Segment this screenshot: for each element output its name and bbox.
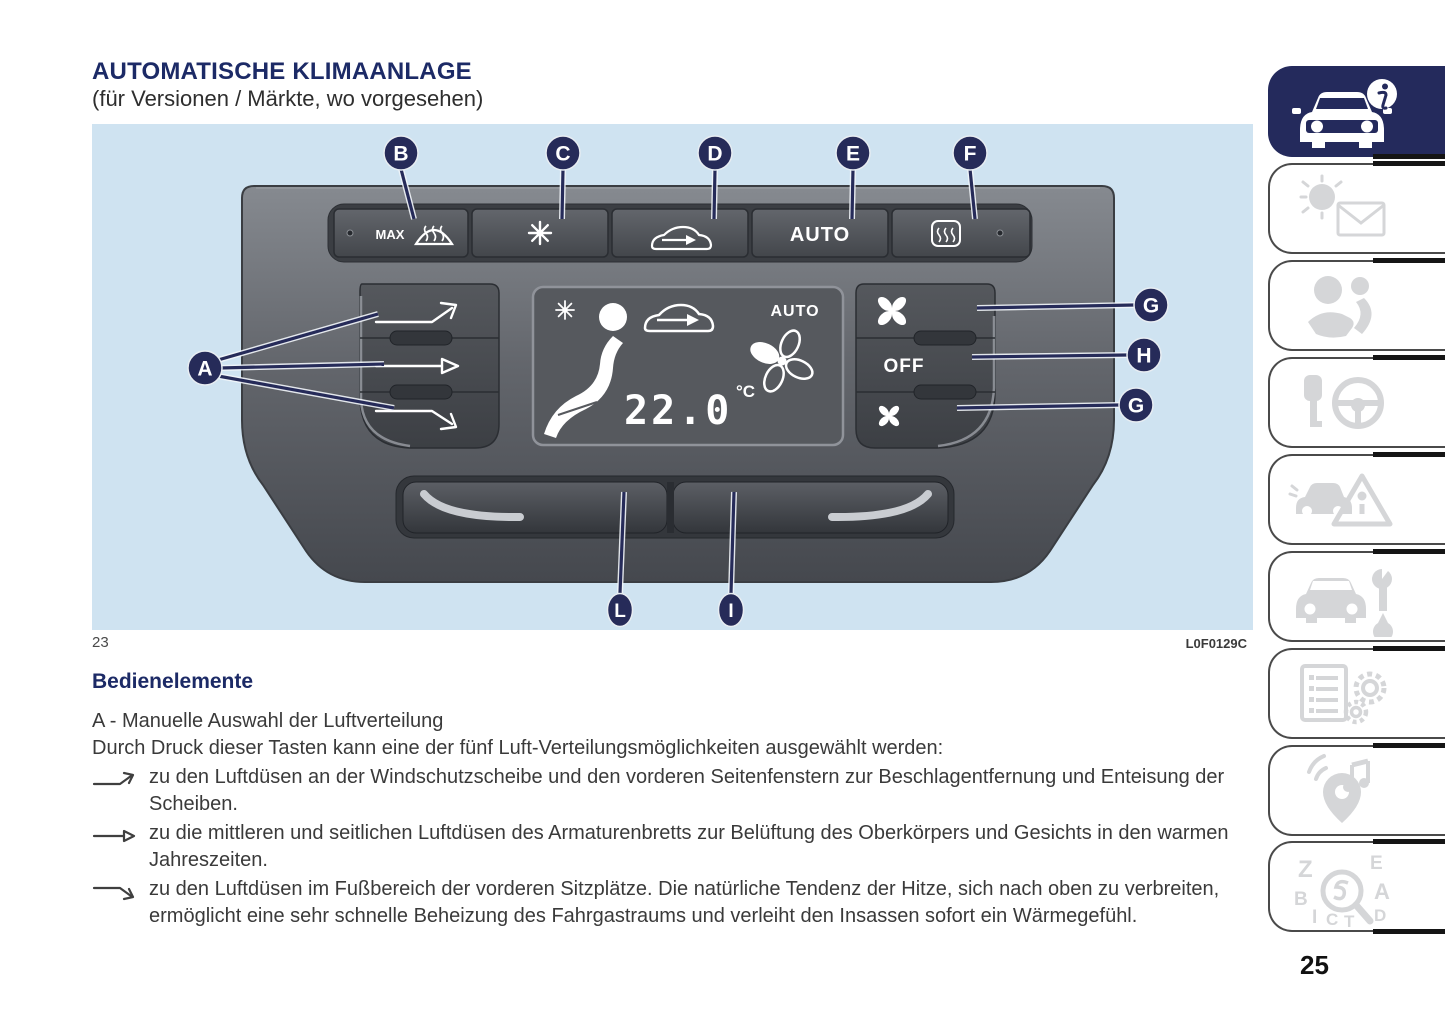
alphabetical-index-icon: Z E B A I C T D [1294,853,1390,927]
technical-data-gears-icon [1300,663,1387,724]
auto-button-label: AUTO [790,224,850,246]
warning-lights-messages-icon [1299,174,1386,236]
led-dot [996,229,1004,237]
arrow-down-right-icon [92,876,149,911]
display-snowflake-icon [555,300,575,320]
arrow-up-right-icon [92,764,149,799]
display-seat-person-icon [544,303,627,438]
callout-d: D [707,143,722,166]
air-recirculation-icon [650,225,713,251]
sidebar-tab-starting-driving[interactable] [1268,357,1445,448]
bullet-list: zu den Luftdüsen an der Windschutzscheib… [92,764,1252,931]
svg-text:E: E [1370,853,1383,874]
sidebar-tab-technical-data[interactable] [1268,648,1445,739]
page-edge-mark [1373,452,1445,457]
callout-g2: G [1128,395,1144,418]
callout-c: C [555,143,570,166]
car-info-icon [1292,78,1397,148]
ac-snowflake-icon [527,220,553,246]
page-edge-mark [1373,355,1445,360]
sidebar-tab-multimedia[interactable] [1268,745,1445,836]
sidebar-tab-vehicle-info[interactable] [1268,66,1445,157]
off-label: OFF [884,356,925,377]
air-to-windshield-arrow-icon [374,301,458,324]
callout-i: I [728,601,733,622]
display-temperature: 22.0 [624,388,732,434]
list-item-text: zu die mittleren und seitlichen Luftdüse… [149,821,1229,872]
callout-badges [187,135,1169,628]
section-heading: Bedienelemente [92,670,254,693]
auto-button: AUTO [751,208,889,258]
recirculation-button [611,208,749,258]
callout-a: A [197,358,212,381]
air-to-face-arrow-icon [374,357,460,375]
callout-f: F [964,143,977,166]
sidebar-tab-index[interactable]: Z E B A I C T D [1268,841,1445,932]
svg-text:C: C [1326,910,1338,927]
rear-defrost-icon [931,220,961,247]
page-edge-mark [1373,154,1445,159]
list-item: zu die mittleren und seitlichen Luftdüse… [92,820,1252,875]
figure-code: L0F0129C [1185,636,1247,651]
list-item: zu den Luftdüsen an der Windschutzscheib… [92,764,1252,819]
list-item-text: zu den Luftdüsen an der Windschutzscheib… [149,765,1225,816]
max-defrost-button: MAX [333,208,469,258]
page-subtitle: (für Versionen / Märkte, wo vorgesehen) [92,86,484,111]
page-number: 25 [1300,950,1329,980]
callout-e: E [846,143,860,166]
page-edge-mark [1373,258,1445,263]
page-edge-mark [1373,929,1445,934]
svg-text:T: T [1344,912,1355,927]
page-edge-mark [1373,549,1445,554]
callout-b: B [393,143,408,166]
body-content: Bedienelemente A - Manuelle Auswahl der … [92,668,1252,931]
list-item-text: zu den Luftdüsen im Fußbereich der vorde… [149,877,1220,928]
page-title: AUTOMATISCHE KLIMAANLAGE [92,58,472,85]
callout-g1: G [1143,295,1159,318]
svg-text:Z: Z [1298,856,1313,883]
figure-number: 23 [92,634,109,651]
sidebar-tab-emergency[interactable] [1268,454,1445,545]
intro-line-2: Durch Druck dieser Tasten kann eine der … [92,737,944,759]
svg-text:A: A [1374,879,1390,904]
air-to-feet-arrow-icon [374,409,458,431]
display-temperature-unit: °C [736,382,755,401]
max-label: MAX [376,227,405,242]
sidebar-tab-warning-lights[interactable] [1268,163,1445,254]
key-steering-wheel-icon [1304,374,1384,429]
rear-defrost-button [891,208,1031,258]
windshield-defrost-icon [413,225,455,246]
fan-control-pad: OFF [855,283,996,449]
climate-panel-figure: MAX [92,124,1253,630]
display-recirculation-icon [643,303,715,333]
safety-airbag-icon [1308,275,1372,338]
sidebar-tab-maintenance[interactable] [1268,551,1445,642]
intro-line-1: A - Manuelle Auswahl der Luftverteilung [92,709,444,732]
temperature-rockers [395,475,955,539]
air-distribution-pad [359,283,500,449]
svg-text:D: D [1374,906,1386,925]
sidebar-tab-safety[interactable] [1268,260,1445,351]
multimedia-icon [1307,753,1370,823]
climate-panel-illustration: MAX [187,135,1169,628]
page-edge-mark [1373,839,1445,844]
ac-button [471,208,609,258]
arrow-right-icon [92,820,149,855]
callout-h: H [1136,345,1151,368]
list-item: zu den Luftdüsen im Fußbereich der vorde… [92,876,1252,931]
svg-text:I: I [1312,907,1317,927]
fan-down-icon [878,405,900,427]
car-maintenance-wrench-icon [1296,568,1393,637]
svg-text:B: B [1294,889,1308,910]
climate-display: AUTO 22.0 °C [531,285,845,447]
callout-l: L [614,601,626,622]
display-auto-label: AUTO [770,303,819,320]
display-fan-icon [750,329,814,393]
page-edge-mark [1373,743,1445,748]
page-edge-mark [1373,646,1445,651]
led-dot [346,229,354,237]
page-edge-mark [1373,161,1445,166]
emergency-warning-triangle-icon [1288,473,1393,526]
fan-up-icon [877,296,907,326]
